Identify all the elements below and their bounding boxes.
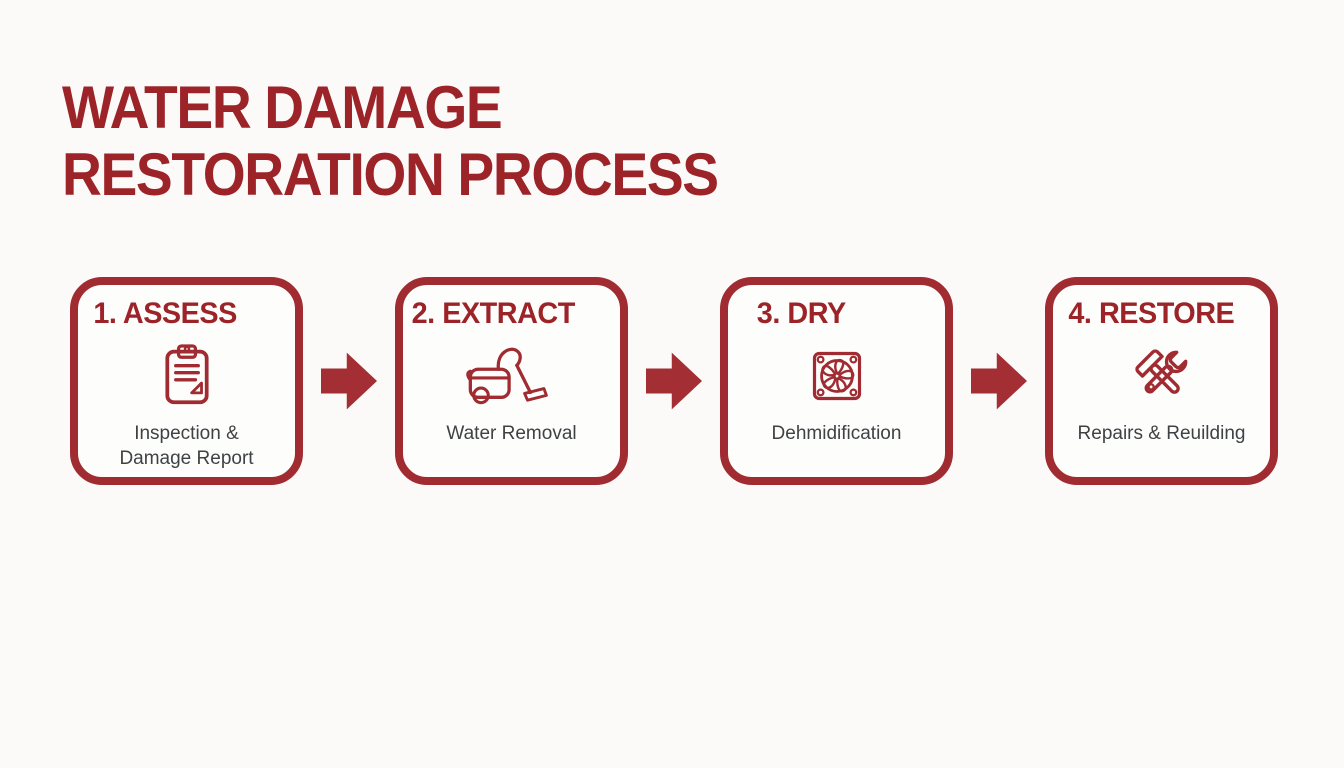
arrow-right-icon xyxy=(971,352,1027,410)
step-card-assess: 1. ASSESS Inspection & Damage Report xyxy=(70,277,303,485)
page-title-line-1: WATER DAMAGE xyxy=(62,74,503,141)
page-title-line-2: RESTORATION PROCESS xyxy=(62,141,719,208)
step-card-restore: 4. RESTORE Repairs & Reuilding xyxy=(1045,277,1278,485)
step-label-restore: Repairs & Reuilding xyxy=(1077,423,1246,444)
step-card-dry: 3. DRY xyxy=(720,277,953,485)
arrow-right-icon xyxy=(646,352,702,410)
arrow-slot-1 xyxy=(303,277,395,485)
arrow-right-icon xyxy=(321,352,377,410)
vacuum-icon xyxy=(403,335,620,417)
step-label-extract: Water Removal xyxy=(446,423,577,444)
clipboard-icon xyxy=(78,335,295,417)
hammer-wrench-icon xyxy=(1053,335,1270,417)
fan-icon xyxy=(728,335,945,417)
step-card-extract: 2. EXTRACT Water Removal xyxy=(395,277,628,485)
step-heading-extract: 2. EXTRACT xyxy=(411,297,576,330)
step-heading-dry: 3. DRY xyxy=(756,297,846,330)
step-label-assess: Inspection & Damage Report xyxy=(119,423,254,469)
arrow-slot-3 xyxy=(953,277,1045,485)
step-heading-restore: 4. RESTORE xyxy=(1068,297,1235,330)
page-title: WATER DAMAGE RESTORATION PROCESS xyxy=(62,74,719,208)
process-flow: 1. ASSESS Inspection & Damage Report 2. … xyxy=(70,277,1278,485)
step-label-dry: Dehmidification xyxy=(771,423,902,444)
arrow-slot-2 xyxy=(628,277,720,485)
step-heading-assess: 1. ASSESS xyxy=(93,297,237,330)
